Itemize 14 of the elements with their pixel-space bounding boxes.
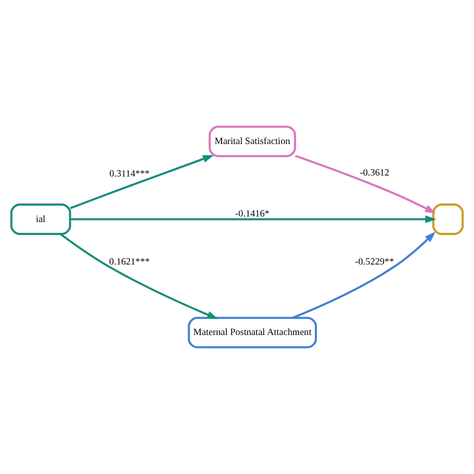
node-box: Maternal Postnatal Attachment <box>188 316 317 348</box>
arrow <box>70 155 214 210</box>
arrow <box>70 215 436 224</box>
node-box: ial <box>10 204 72 235</box>
edge-label: 0.1621*** <box>109 256 150 268</box>
arrow <box>294 154 436 214</box>
edge-label: -0.1416* <box>235 208 270 220</box>
edge-label: -0.3612 <box>360 168 390 179</box>
node-box <box>432 204 464 235</box>
edge-label: 0.3114*** <box>109 168 150 180</box>
node-box: Marital Satisfaction <box>208 126 296 158</box>
edge-label: -0.5229** <box>355 256 394 268</box>
arrow <box>60 233 218 320</box>
arrow <box>292 232 436 319</box>
